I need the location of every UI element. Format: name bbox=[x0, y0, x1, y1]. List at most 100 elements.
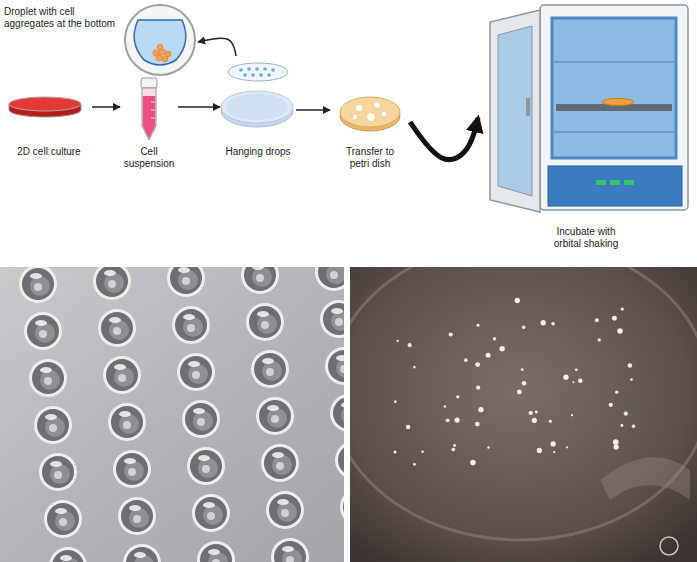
drop-rim bbox=[172, 306, 210, 344]
drop bbox=[255, 67, 259, 71]
drop-highlight bbox=[252, 267, 264, 270]
drop-rim bbox=[320, 300, 344, 338]
drop-highlight bbox=[50, 461, 62, 467]
drop-highlight bbox=[114, 364, 126, 370]
hanging-drop bbox=[197, 541, 235, 562]
step-node: 2D cell culture bbox=[6, 88, 92, 162]
drop-body bbox=[249, 306, 281, 338]
drop-shade bbox=[109, 320, 129, 340]
drop-body bbox=[269, 494, 301, 526]
hanging-drop bbox=[261, 444, 299, 482]
drop-rim bbox=[251, 350, 289, 388]
spheroid bbox=[553, 451, 555, 453]
hanging-drop bbox=[340, 488, 344, 526]
drop-body bbox=[244, 267, 276, 291]
drop-rim bbox=[261, 444, 299, 482]
drop-rim bbox=[103, 356, 141, 394]
incubator-base bbox=[548, 166, 682, 206]
drop-rim bbox=[113, 450, 151, 488]
drop-highlight bbox=[341, 402, 344, 408]
drop-body bbox=[170, 267, 202, 294]
hanging-drop bbox=[241, 267, 279, 294]
door-window bbox=[498, 26, 532, 196]
drop-highlight bbox=[257, 311, 269, 317]
drop-body bbox=[47, 503, 79, 535]
spheroid bbox=[617, 328, 622, 333]
drop-spot bbox=[113, 327, 121, 335]
spheroid bbox=[475, 422, 480, 427]
drop-rim bbox=[246, 303, 284, 341]
drop-body bbox=[175, 309, 207, 341]
step-label: 2D cell culture bbox=[6, 146, 92, 158]
photo-ground bbox=[350, 267, 697, 562]
drop-body bbox=[200, 544, 232, 562]
drop-rim bbox=[177, 353, 215, 391]
spheroid bbox=[515, 298, 520, 303]
drop bbox=[251, 73, 255, 77]
spheroid bbox=[532, 418, 537, 423]
spheroid bbox=[393, 450, 396, 453]
drop-spot bbox=[271, 415, 279, 423]
spheroid bbox=[575, 368, 578, 371]
droplet bbox=[134, 20, 186, 65]
drop-rim bbox=[118, 497, 156, 535]
drop-body bbox=[27, 315, 59, 347]
spheroid bbox=[367, 113, 376, 122]
drop-spot bbox=[286, 556, 294, 562]
drop-spot bbox=[335, 318, 343, 326]
drop-highlight bbox=[129, 505, 141, 511]
drop-spot bbox=[49, 424, 57, 432]
drop-highlight bbox=[104, 270, 116, 276]
drop-body bbox=[37, 409, 69, 441]
step-node: Incubate with orbital shaking bbox=[478, 2, 694, 254]
cell bbox=[162, 56, 168, 62]
hanging-drop bbox=[34, 406, 72, 444]
drop bbox=[271, 68, 275, 72]
hanging-drop bbox=[39, 453, 77, 491]
drop-spot bbox=[266, 368, 274, 376]
drop-body bbox=[318, 267, 344, 288]
drop-spot bbox=[212, 559, 220, 562]
drop-spot bbox=[207, 512, 215, 520]
drop-spot bbox=[108, 280, 116, 288]
drop bbox=[267, 73, 271, 77]
drop-highlight bbox=[267, 405, 279, 411]
hanging-drop bbox=[24, 312, 62, 350]
icon-space bbox=[6, 88, 92, 146]
drop-rim bbox=[98, 309, 136, 347]
spheroid bbox=[454, 417, 459, 422]
drop-highlight bbox=[40, 367, 52, 373]
flow-arrow bbox=[198, 38, 236, 56]
drop-spot bbox=[128, 468, 136, 476]
drop-highlight bbox=[55, 508, 67, 514]
step-node: Transfer to petri dish bbox=[330, 88, 410, 174]
icon-space bbox=[478, 2, 694, 226]
drop-body bbox=[195, 497, 227, 529]
photo-hanging-drops bbox=[0, 267, 344, 562]
hanging-drop bbox=[49, 547, 87, 562]
shelf bbox=[554, 61, 674, 63]
spheroid bbox=[394, 400, 397, 403]
drop-rim bbox=[49, 547, 87, 562]
hanging-drop bbox=[246, 303, 284, 341]
drop-body bbox=[101, 312, 133, 344]
drop-spot bbox=[187, 324, 195, 332]
spheroid bbox=[517, 390, 522, 395]
drop-spot bbox=[330, 271, 338, 279]
drop-rim bbox=[256, 397, 294, 435]
drop-body bbox=[190, 450, 222, 482]
drop bbox=[247, 67, 251, 71]
icon-space bbox=[220, 56, 296, 146]
drop-rim bbox=[167, 267, 205, 297]
drop-rim bbox=[34, 406, 72, 444]
drop-body bbox=[121, 500, 153, 532]
spheroid bbox=[449, 332, 453, 336]
drop-shade bbox=[203, 505, 223, 525]
drop-spot bbox=[261, 321, 269, 329]
step-label: Hanging drops bbox=[220, 146, 296, 158]
drop-rim bbox=[271, 538, 309, 562]
drop-rim bbox=[192, 494, 230, 532]
hanging-drop bbox=[29, 359, 67, 397]
drop-highlight bbox=[208, 549, 220, 555]
